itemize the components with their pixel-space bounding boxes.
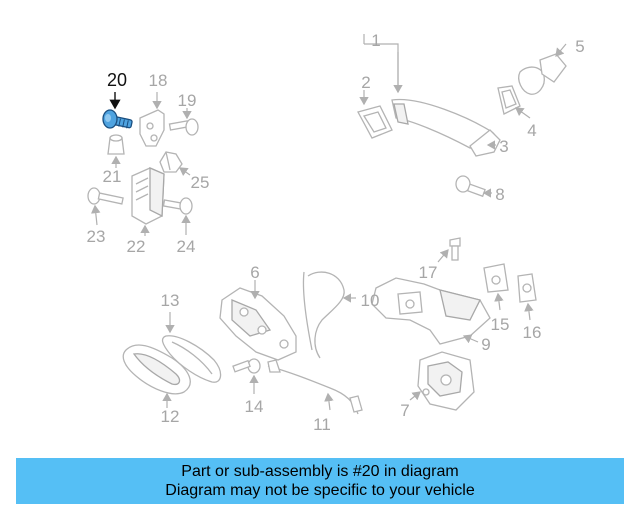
part-18-bracket[interactable] [139,109,165,147]
part-1-outer-handle[interactable] [391,98,501,157]
callout-14: 14 [245,397,264,416]
callout-15: 15 [491,315,510,334]
callout-17: 17 [419,263,438,282]
callout-16: 16 [523,323,542,342]
info-banner: Part or sub-assembly is #20 in diagram D… [16,458,624,504]
part-9-mechanism[interactable] [371,277,491,345]
part-6-latch-housing[interactable] [219,287,297,361]
part-25-cap[interactable] [159,151,183,173]
callout-19: 19 [178,91,197,110]
part-20-bolt[interactable] [102,109,133,129]
part-12-inner-handle[interactable] [122,344,191,395]
callout-25: 25 [191,173,210,192]
part-5-cover[interactable] [518,53,567,95]
banner-line-2: Diagram may not be specific to your vehi… [165,482,475,499]
part-21-cap[interactable] [107,134,125,155]
callout-23: 23 [87,227,106,246]
callout-2: 2 [361,73,370,92]
callout-18: 18 [149,71,168,90]
callout-21: 21 [103,167,122,186]
callout-5: 5 [575,37,584,56]
part-4-gasket[interactable] [497,85,521,115]
part-2-gasket[interactable] [357,105,393,139]
callout-20: 20 [107,70,127,90]
part-8-bolt[interactable] [455,175,486,198]
callout-11: 11 [313,415,331,434]
part-15-plate[interactable] [483,263,509,293]
callout-10: 10 [361,291,380,310]
callout-9: 9 [481,335,490,354]
part-10-cable[interactable] [302,271,345,359]
callout-22: 22 [127,237,146,256]
part-19-bolt[interactable] [168,118,199,136]
callout-6: 6 [250,263,259,282]
part-23-bolt[interactable] [87,187,124,205]
part-13-bezel[interactable] [161,335,222,383]
parts-diagram: 1 2 3 4 5 6 7 8 9 10 11 12 13 14 15 16 1… [87,31,585,434]
callout-8: 8 [495,185,504,204]
part-16-plate[interactable] [517,273,537,303]
callout-13: 13 [161,291,180,310]
callout-12: 12 [161,407,180,426]
callout-24: 24 [177,237,196,256]
callout-1: 1 [371,31,380,50]
callout-3: 3 [499,137,508,156]
part-7-latch[interactable] [417,351,475,411]
part-24-bolt[interactable] [162,197,193,215]
callout-7: 7 [400,401,409,420]
part-17-bolt[interactable] [449,237,461,261]
part-22-block[interactable] [131,167,165,225]
part-14-screw[interactable] [232,358,261,374]
banner-line-1: Part or sub-assembly is #20 in diagram [181,463,459,480]
part-11-cable[interactable] [267,359,363,415]
callout-4: 4 [527,121,536,140]
